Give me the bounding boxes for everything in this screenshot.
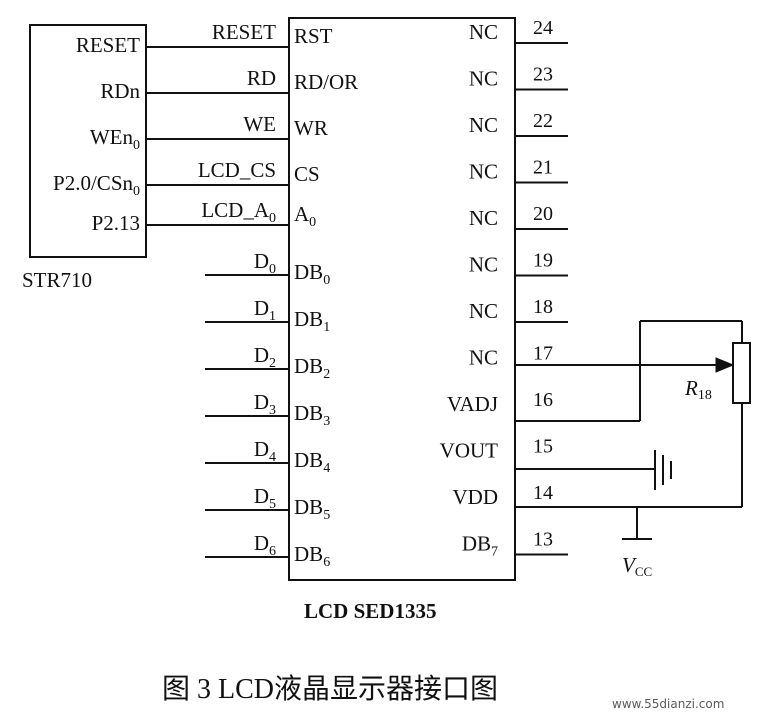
lcd-box (288, 17, 516, 581)
mcu-box (29, 24, 147, 258)
mcu-pin-label: P2.0/CSn0 (53, 171, 140, 199)
lcd-right-pin: NC (469, 253, 498, 277)
mcu-pin-label: RESET (76, 33, 140, 57)
lcd-right-pin: NC (469, 113, 498, 137)
lcd-right-pin: NC (469, 160, 498, 184)
lcd-right-pin: DB7 (462, 532, 498, 560)
signal-name: RESET (212, 20, 276, 44)
lcd-data-pin: DB2 (294, 354, 330, 382)
lcd-left-pin: WR (294, 116, 328, 140)
contrast-circuit: VCC R18 (515, 320, 751, 579)
lcd-right-pin: NC (469, 206, 498, 230)
pin-number: 13 (533, 529, 553, 551)
signal-name: RD (247, 66, 276, 90)
lcd-data-pin: DB3 (294, 401, 330, 429)
lcd-left-pin: A0 (294, 202, 316, 230)
lcd-data-pin: DB0 (294, 260, 330, 288)
lcd-data-pin: DB1 (294, 307, 330, 335)
figure-caption: 图 3 LCD液晶显示器接口图 (162, 673, 498, 705)
lcd-right-pin: VADJ (447, 392, 498, 416)
pin-number: 22 (533, 110, 553, 132)
lcd-left-pin: RST (294, 24, 333, 48)
data-line-label: D1 (254, 296, 276, 324)
pin-number: 14 (533, 482, 553, 504)
mcu-pin-label: P2.13 (92, 211, 140, 235)
pin-number: 20 (533, 203, 553, 225)
data-line-label: D4 (254, 437, 276, 465)
mcu-pin-label: RDn (100, 79, 140, 103)
lcd-right-pin: VDD (453, 485, 499, 509)
pin-number: 24 (533, 17, 553, 39)
signal-name: LCD_A0 (201, 198, 276, 226)
pin-number: 18 (533, 296, 553, 318)
lcd-right-pin: NC (469, 20, 498, 44)
pin-number: 17 (533, 343, 553, 365)
lcd-right-pin: NC (469, 346, 498, 370)
pin-number: 19 (533, 250, 553, 272)
lcd-data-pin: DB5 (294, 495, 330, 523)
watermark: www.55dianzi.com (612, 697, 724, 711)
mcu-name: STR710 (22, 268, 92, 292)
signal-name: LCD_CS (198, 158, 276, 182)
lcd-left-pin-group: RST RD/OR WR CS A0 (294, 24, 358, 230)
data-line-label: D2 (254, 343, 276, 371)
lcd-left-pin: CS (294, 162, 320, 186)
lcd-right-pin: NC (469, 299, 498, 323)
wiper-arrow-icon (715, 357, 735, 373)
lcd-left-pin: RD/OR (294, 70, 358, 94)
resistor-r18 (732, 342, 751, 404)
lcd-data-pin: DB4 (294, 448, 330, 476)
pin-number: 21 (533, 157, 553, 179)
signal-name: WE (243, 112, 276, 136)
data-line-label: D5 (254, 484, 276, 512)
data-line-label: D3 (254, 390, 276, 418)
lcd-right-pin: NC (469, 67, 498, 91)
pin-number: 16 (533, 389, 553, 411)
pin-number: 23 (533, 64, 553, 86)
mcu-pin-label: WEn0 (90, 125, 140, 153)
data-line-label: D0 (254, 249, 276, 277)
vcc-label: VCC (622, 553, 652, 579)
lcd-name: LCD SED1335 (304, 599, 436, 623)
r18-label: R18 (684, 376, 712, 403)
pin-number: 15 (533, 436, 553, 458)
lcd-right-pin: VOUT (440, 439, 498, 463)
data-line-label: D6 (254, 531, 276, 559)
lcd-data-pin: DB6 (294, 542, 330, 570)
signal-wire-group: RESET RD WE LCD_CS LCD_A0 (146, 20, 289, 226)
